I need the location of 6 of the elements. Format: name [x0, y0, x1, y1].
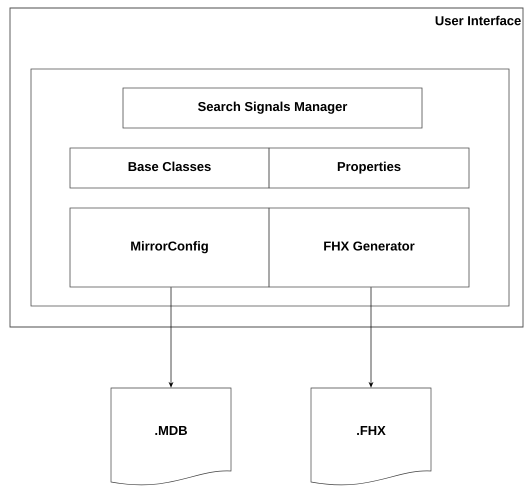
- component-box: Base Classes: [70, 148, 270, 188]
- component-box: Properties: [268, 148, 470, 188]
- component-box: FHX Generator: [268, 208, 470, 288]
- component-box: MirrorConfig: [70, 208, 270, 288]
- component-box: Search Signals Manager: [122, 88, 422, 128]
- component-box: [30, 68, 510, 306]
